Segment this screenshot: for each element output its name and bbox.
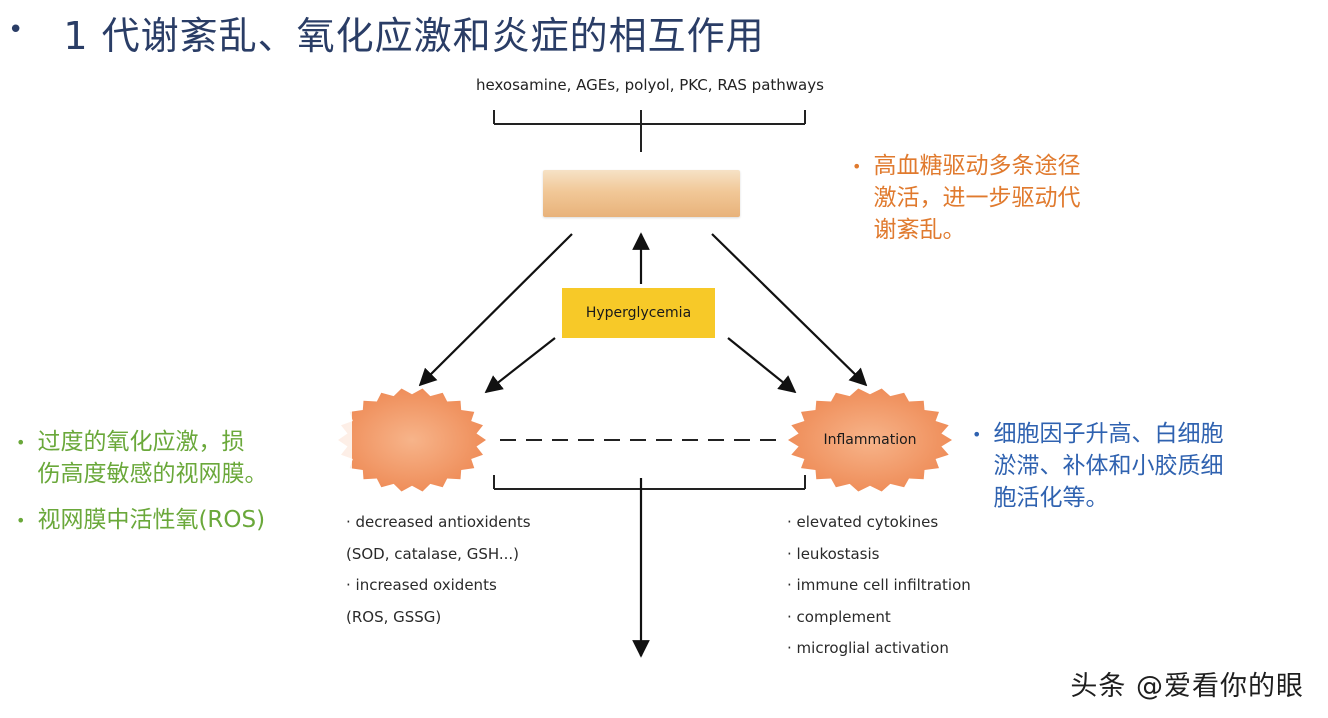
oxidative-list: · decreased antioxidents (SOD, catalase,… [346,507,531,633]
arrow-hyper-to-left-node [484,337,556,394]
list-item: (ROS, GSSG) [346,607,442,626]
title-bullet: • [8,15,24,45]
note-line: 伤高度敏感的视网膜。 [37,461,268,487]
note-line: 谢紊乱。 [873,217,966,243]
note-line: 过度的氧化应激，损 [37,429,245,455]
note-line: 胞活化等。 [993,485,1109,511]
note-bullet: • [16,433,26,452]
note-oxidative-stress: • 过度的氧化应激，损 伤高度敏感的视网膜。 [16,426,267,490]
list-item: (SOD, catalase, GSH...) [346,544,520,563]
note-bullet: • [972,425,982,444]
arrow-hyper-to-right-node [727,337,797,394]
note-bullet: • [16,511,26,530]
pathways-label: hexosamine, AGEs, polyol, PKC, RAS pathw… [476,76,824,94]
note-line: 细胞因子升高、白细胞 [993,421,1224,447]
inflammation-label: Inflammation [823,432,917,448]
note-ros: • 视网膜中活性氧(ROS) [16,504,265,537]
note-bullet: • [852,157,862,176]
oxidative-stress-node [338,388,486,492]
list-item: · leukostasis [787,544,880,563]
arrow-bar-to-left-node [418,233,573,387]
note-line: 激活，进一步驱动代 [873,185,1081,211]
hyperglycemia-box: Hyperglycemia [562,288,715,338]
inflammation-list: · elevated cytokines · leukostasis · imm… [787,507,971,665]
watermark: 头条 @爱看你的眼 [1070,671,1304,702]
list-item: · microglial activation [787,639,949,657]
list-item: · decreased antioxidents [346,513,531,531]
top-bracket [493,110,806,152]
note-hyperglycemia: • 高血糖驱动多条途径 激活，进一步驱动代 谢紊乱。 [852,150,1080,246]
bottom-bracket [493,475,806,490]
list-item: · immune cell infiltration [787,576,971,594]
list-item: · elevated cytokines [787,513,939,531]
note-line: 高血糖驱动多条途径 [873,153,1081,179]
inflammation-node [788,388,952,492]
hyperglycemia-label: Hyperglycemia [585,305,692,321]
note-line: 视网膜中活性氧(ROS) [37,507,266,533]
arrow-bar-to-right-node [711,233,868,387]
title-text: 1 代谢紊乱、氧化应激和炎症的相互作用 [63,13,765,58]
list-item: · increased oxidents [346,576,497,594]
note-line: 淤滞、补体和小胶质细 [993,453,1224,479]
list-item: · complement [787,607,891,626]
left-node-mask [330,405,352,475]
metabolic-pathways-box [543,170,740,217]
note-inflammation: • 细胞因子升高、白细胞 淤滞、补体和小胶质细 胞活化等。 [972,418,1223,514]
slide-title: • 1 代谢紊乱、氧化应激和炎症的相互作用 [8,8,765,58]
